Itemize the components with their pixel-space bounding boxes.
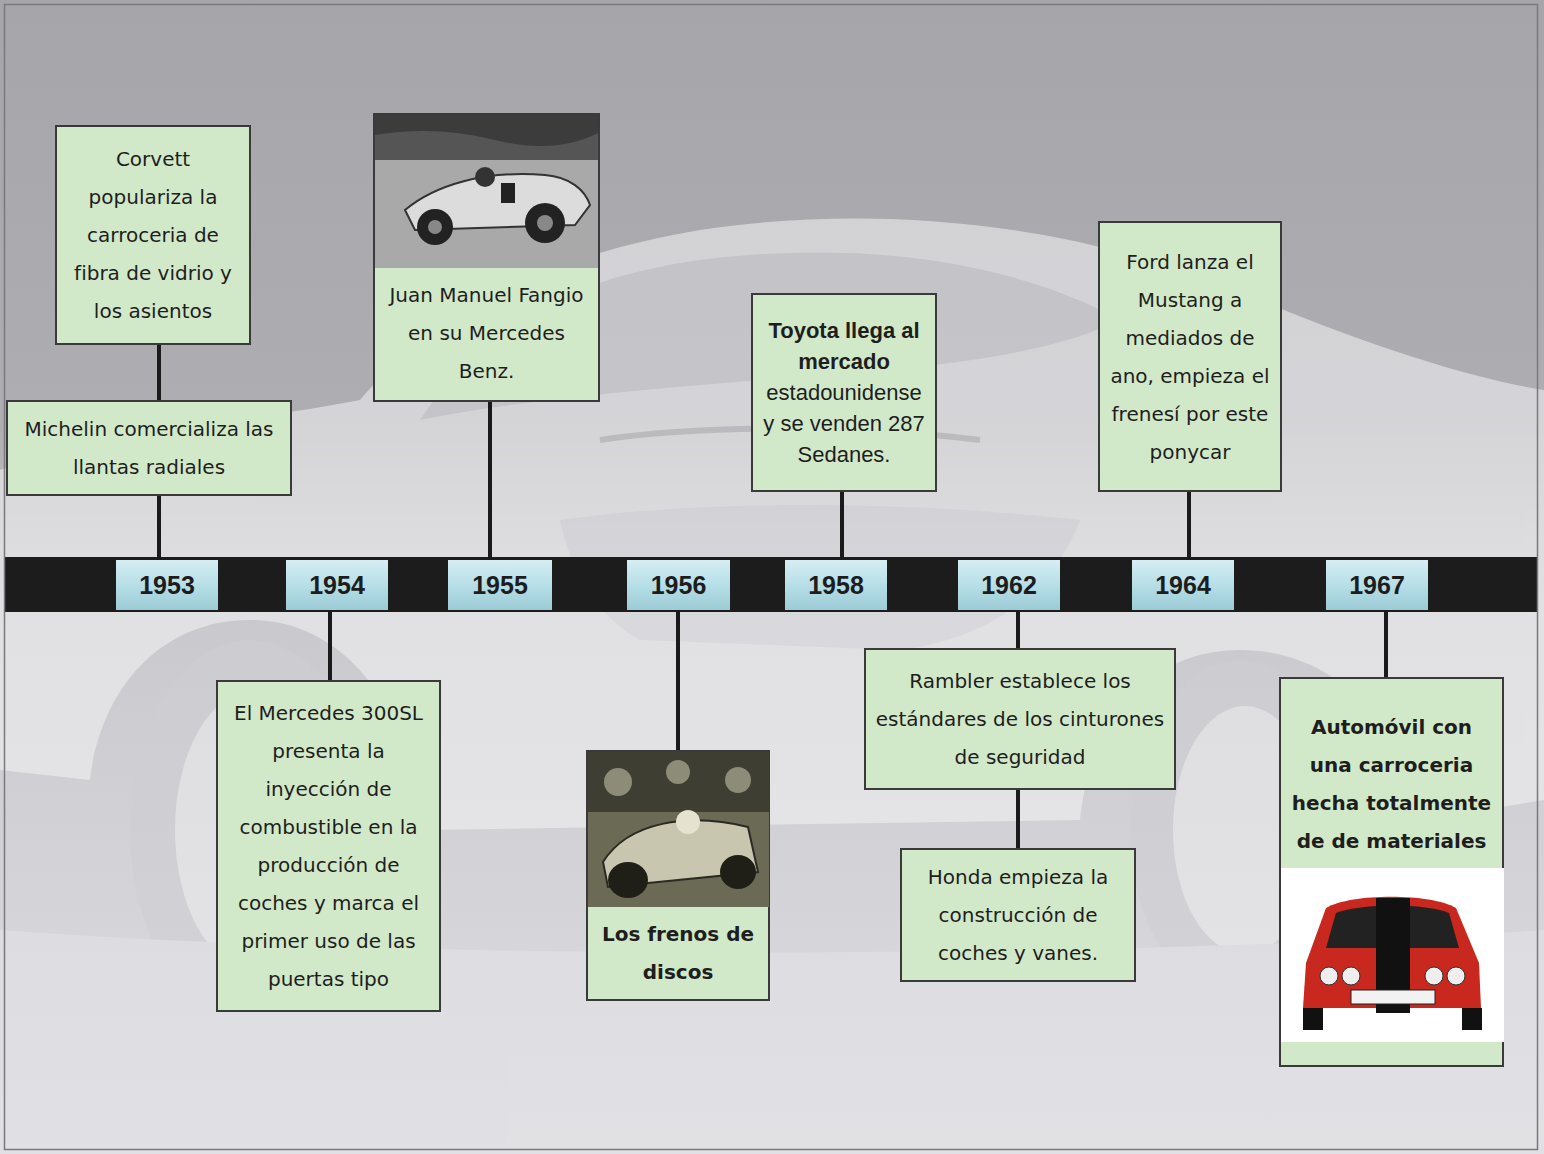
year-label: 1956 <box>651 571 707 600</box>
year-box: 1958 <box>785 560 887 610</box>
timeline-connector <box>1016 610 1020 648</box>
timeline-connector <box>840 492 844 560</box>
event-box: Rambler establece los estándares de los … <box>864 648 1176 790</box>
year-box: 1955 <box>448 560 552 610</box>
year-box: 1956 <box>627 560 730 610</box>
timeline-connector <box>1187 492 1191 560</box>
brake-photo <box>588 752 769 907</box>
text-area: Juan Manuel Fangio en su Mercedes Benz. <box>375 268 598 398</box>
year-label: 1964 <box>1155 571 1211 600</box>
year-box: 1954 <box>286 560 388 610</box>
event-box: Corvett populariza la carroceria de fibr… <box>55 125 251 345</box>
event-box: Michelin comercializa las llantas radial… <box>6 400 292 496</box>
text-area: Michelin comercializa las llantas radial… <box>8 402 290 494</box>
text-area: Rambler establece los estándares de los … <box>866 650 1174 784</box>
race-photo <box>375 115 598 268</box>
event-heading: Toyota llega al mercado <box>761 315 927 377</box>
year-label: 1962 <box>981 571 1037 600</box>
event-photo-box: Juan Manuel Fangio en su Mercedes Benz. <box>373 113 600 402</box>
year-label: 1955 <box>472 571 528 600</box>
event-text: Corvett populariza la carroceria de fibr… <box>65 140 241 330</box>
timeline-connector <box>1016 790 1020 848</box>
car-photo <box>1281 868 1504 1042</box>
event-text: Automóvil con una carroceria hecha total… <box>1289 708 1494 860</box>
year-label: 1954 <box>309 571 365 600</box>
event-box: Toyota llega al mercadoestadounidense y … <box>751 293 937 492</box>
event-photo-box: Los frenos de discos <box>586 750 770 1001</box>
event-box: Ford lanza el Mustang a mediados de ano,… <box>1098 221 1282 492</box>
year-box: 1967 <box>1326 560 1428 610</box>
event-text: Los frenos de discos <box>596 915 760 991</box>
year-label: 1958 <box>808 571 864 600</box>
text-area: El Mercedes 300SL presenta la inyección … <box>218 682 439 1006</box>
year-label: 1967 <box>1349 571 1405 600</box>
text-area: Los frenos de discos <box>588 907 768 999</box>
text-area: Toyota llega al mercadoestadounidense y … <box>753 295 935 478</box>
year-label: 1953 <box>139 571 195 600</box>
timeline-connector <box>488 402 492 560</box>
event-box: El Mercedes 300SL presenta la inyección … <box>216 680 441 1012</box>
event-text: Juan Manuel Fangio en su Mercedes Benz. <box>383 276 590 390</box>
text-area: Ford lanza el Mustang a mediados de ano,… <box>1100 223 1280 479</box>
timeline-connector <box>157 496 161 560</box>
text-area: Honda empieza la construcción de coches … <box>902 850 1134 980</box>
year-box: 1964 <box>1132 560 1234 610</box>
text-area: Corvett populariza la carroceria de fibr… <box>57 127 249 338</box>
event-photo-box: Automóvil con una carroceria hecha total… <box>1279 677 1504 1067</box>
timeline-connector <box>676 610 680 750</box>
event-box: Honda empieza la construcción de coches … <box>900 848 1136 982</box>
text-area: Automóvil con una carroceria hecha total… <box>1281 679 1502 868</box>
timeline-connector <box>157 345 161 400</box>
year-box: 1953 <box>116 560 218 610</box>
event-text: Rambler establece los estándares de los … <box>874 662 1166 776</box>
event-text: Michelin comercializa las llantas radial… <box>16 410 282 486</box>
timeline-connector <box>328 610 332 680</box>
event-text: estadounidense y se venden 287 Sedanes. <box>761 377 927 470</box>
timeline-connector <box>1384 610 1388 677</box>
year-box: 1962 <box>958 560 1060 610</box>
event-text: El Mercedes 300SL presenta la inyección … <box>226 694 431 998</box>
event-text: Honda empieza la construcción de coches … <box>910 858 1126 972</box>
event-text: Ford lanza el Mustang a mediados de ano,… <box>1108 243 1272 471</box>
